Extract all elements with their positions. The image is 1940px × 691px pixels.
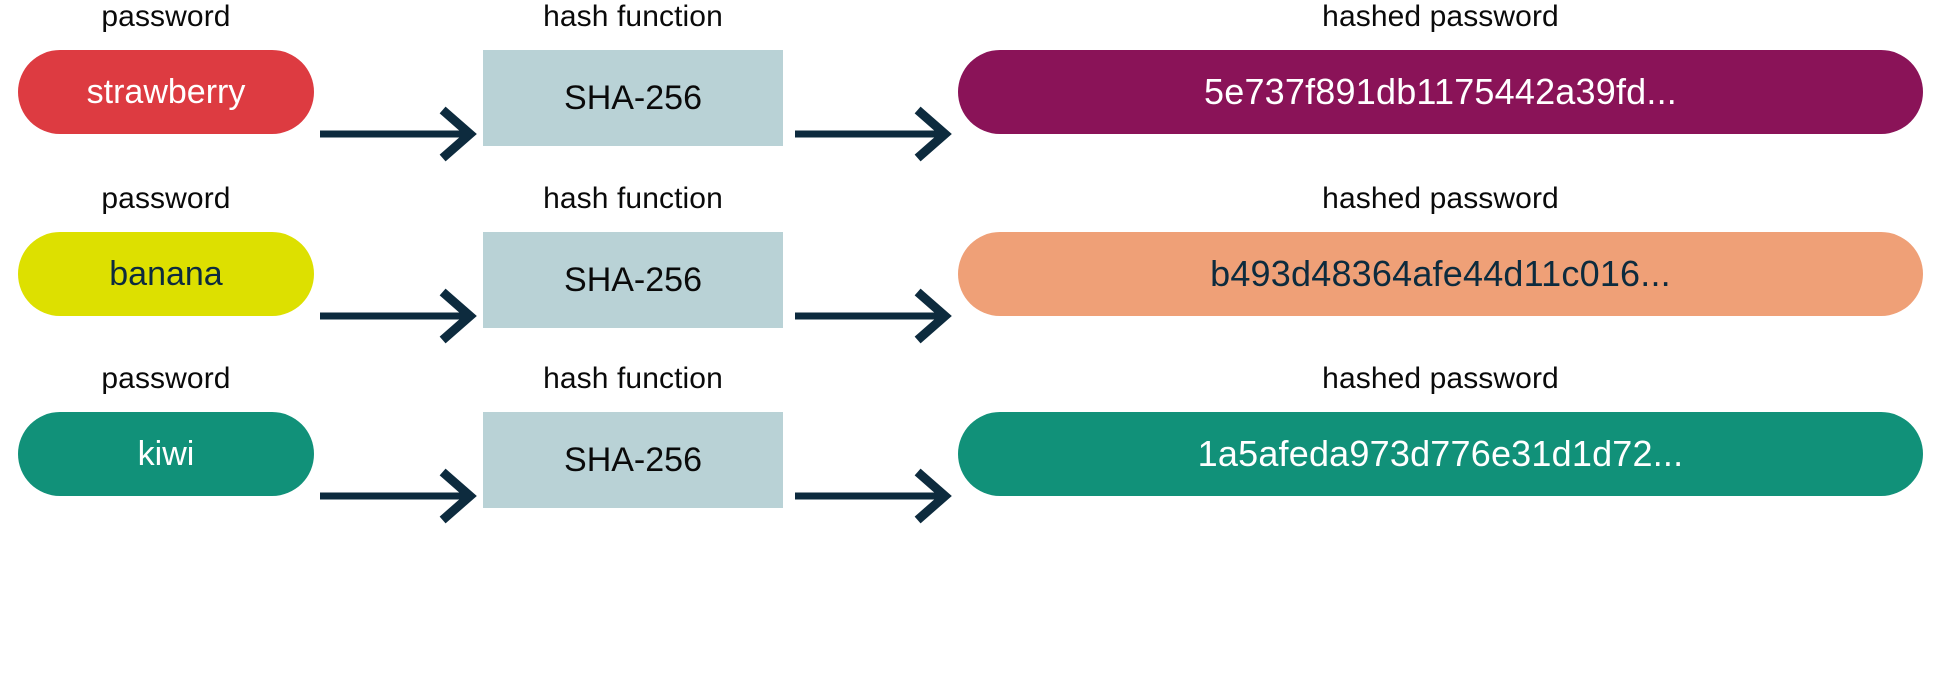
input-column: password kiwi [18, 362, 314, 496]
input-column: password strawberry [18, 0, 314, 134]
right-arrow-icon [318, 454, 488, 538]
input-label: password [101, 182, 231, 215]
hash-function-label: hash function [543, 362, 723, 395]
hash-function-label: hash function [543, 182, 723, 215]
input-column: password banana [18, 182, 314, 316]
password-pill[interactable]: strawberry [18, 50, 314, 134]
right-arrow-icon [793, 274, 963, 358]
diagram-row: password banana hash function SHA-256 ha… [0, 182, 1940, 382]
hashed-password-pill[interactable]: b493d48364afe44d11c016... [958, 232, 1923, 316]
hash-column: hash function SHA-256 [483, 362, 783, 508]
hash-function-box[interactable]: SHA-256 [483, 50, 783, 146]
hash-function-box[interactable]: SHA-256 [483, 412, 783, 508]
password-pill[interactable]: banana [18, 232, 314, 316]
hash-function-box[interactable]: SHA-256 [483, 232, 783, 328]
password-pill[interactable]: kiwi [18, 412, 314, 496]
input-label: password [101, 362, 231, 395]
hashed-password-label: hashed password [1322, 362, 1559, 395]
input-label: password [101, 0, 231, 33]
hashed-password-pill[interactable]: 1a5afeda973d776e31d1d72... [958, 412, 1923, 496]
right-arrow-icon [318, 274, 488, 358]
right-arrow-icon [318, 92, 488, 176]
output-column: hashed password b493d48364afe44d11c016..… [958, 182, 1923, 316]
right-arrow-icon [793, 92, 963, 176]
output-column: hashed password 1a5afeda973d776e31d1d72.… [958, 362, 1923, 496]
diagram-row: password strawberry hash function SHA-25… [0, 0, 1940, 200]
right-arrow-icon [793, 454, 963, 538]
hash-column: hash function SHA-256 [483, 0, 783, 146]
hash-function-label: hash function [543, 0, 723, 33]
diagram-row: password kiwi hash function SHA-256 hash… [0, 362, 1940, 562]
hashed-password-label: hashed password [1322, 182, 1559, 215]
hash-column: hash function SHA-256 [483, 182, 783, 328]
hashed-password-pill[interactable]: 5e737f891db1175442a39fd... [958, 50, 1923, 134]
hashed-password-label: hashed password [1322, 0, 1559, 33]
output-column: hashed password 5e737f891db1175442a39fd.… [958, 0, 1923, 134]
